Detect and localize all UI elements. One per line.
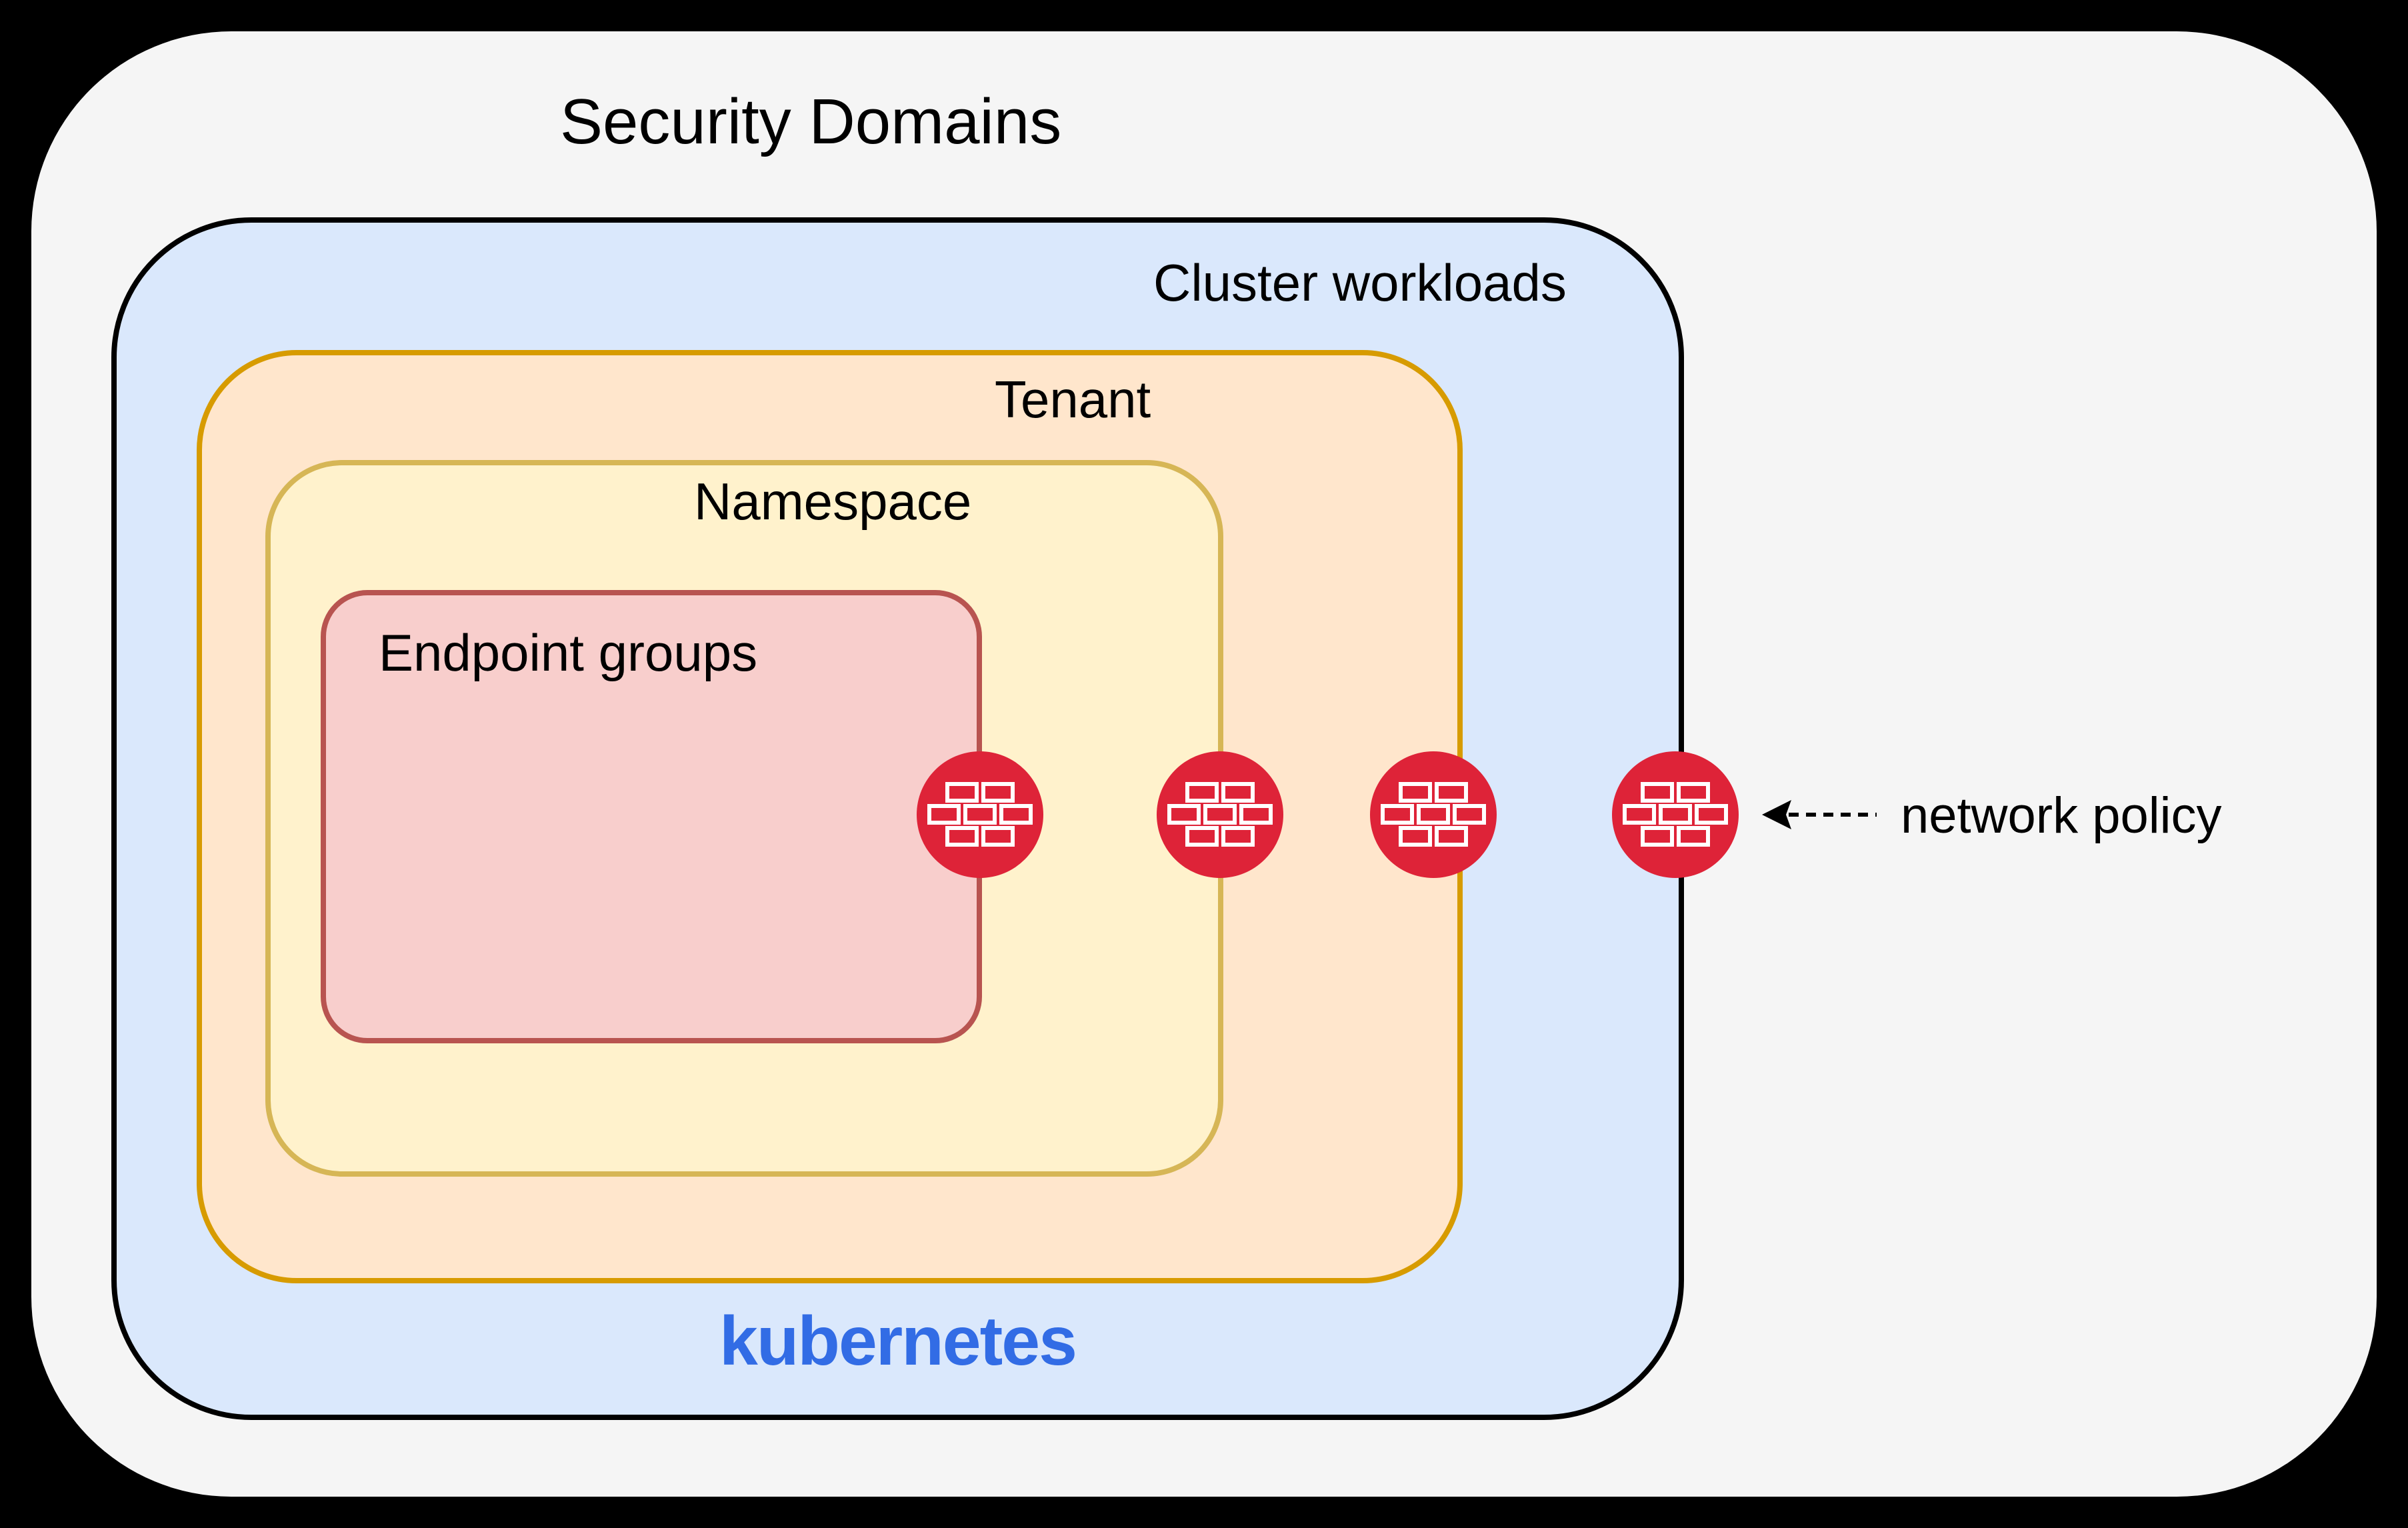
firewall-icon-tenant-boundary bbox=[1370, 751, 1497, 878]
endpoint-groups-label: Endpoint groups bbox=[379, 623, 758, 682]
network-policy-label: network policy bbox=[1901, 787, 2222, 844]
network-policy-arrow bbox=[1762, 800, 1877, 829]
tenant-label: Tenant bbox=[995, 370, 1151, 429]
namespace-label: Namespace bbox=[694, 472, 972, 531]
cluster-workloads-label: Cluster workloads bbox=[1153, 253, 1567, 312]
firewall-icon-namespace-boundary bbox=[1157, 751, 1283, 878]
endpoint-groups-domain-box bbox=[321, 590, 982, 1043]
diagram-title: Security Domains bbox=[560, 86, 1062, 157]
kubernetes-wordmark: kubernetes bbox=[719, 1303, 1077, 1380]
firewall-icon-cluster-boundary bbox=[1612, 751, 1739, 878]
firewall-icon-endpoint-groups-boundary bbox=[917, 751, 1043, 878]
